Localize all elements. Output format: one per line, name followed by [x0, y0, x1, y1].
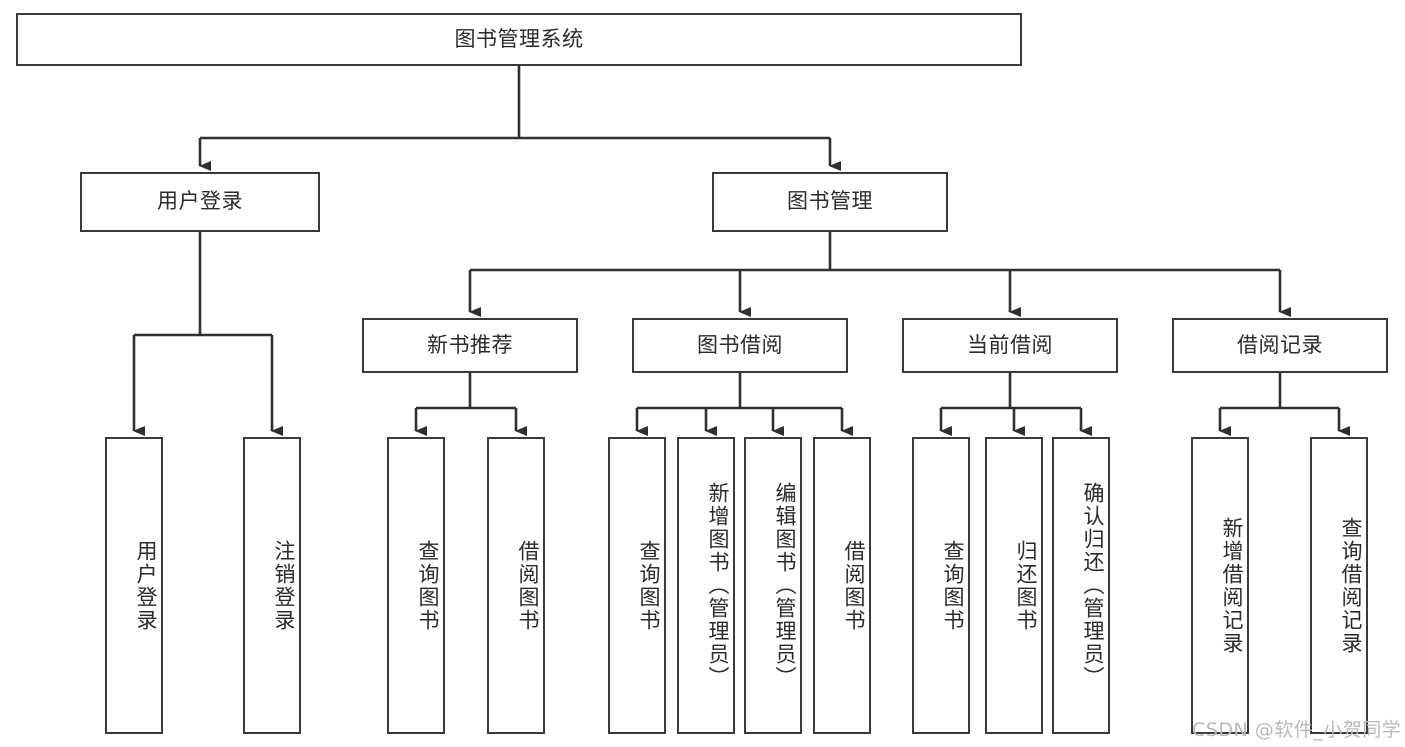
node-book-borrow-label: 图书借阅	[697, 332, 783, 357]
leaf-query-record[interactable]: 查询借阅记录	[1310, 437, 1368, 734]
leaf-return-book-label: 归还图书	[1014, 539, 1038, 632]
leaf-borrow-book-1-label: 借阅图书	[516, 539, 540, 632]
leaf-query-book-3[interactable]: 查询图书	[912, 437, 970, 734]
node-current-borrow-label: 当前借阅	[967, 332, 1053, 357]
root-to-level2-connectors	[198, 66, 841, 171]
borrow-record-leaf-connectors	[1218, 373, 1350, 436]
leaf-edit-book[interactable]: 编辑图书（管理员）	[744, 437, 802, 734]
leaf-logout[interactable]: 注销登录	[243, 437, 301, 734]
node-current-borrow[interactable]: 当前借阅	[902, 318, 1118, 373]
leaf-add-book-label: 新增图书（管理员）	[706, 482, 730, 689]
node-borrow-record-label: 借阅记录	[1237, 332, 1323, 357]
node-root[interactable]: 图书管理系统	[16, 13, 1022, 66]
leaf-query-book-1-label: 查询图书	[416, 539, 440, 632]
current-borrow-leaf-connectors	[939, 373, 1092, 436]
leaf-query-record-label: 查询借阅记录	[1339, 516, 1363, 655]
leaf-borrow-book-2-label: 借阅图书	[842, 539, 866, 632]
node-borrow-record[interactable]: 借阅记录	[1172, 318, 1388, 373]
leaf-return-book[interactable]: 归还图书	[985, 437, 1043, 734]
node-new-book-rec-label: 新书推荐	[427, 332, 513, 357]
node-book-borrow[interactable]: 图书借阅	[632, 318, 848, 373]
leaf-borrow-book-2[interactable]: 借阅图书	[813, 437, 871, 734]
leaf-edit-book-label: 编辑图书（管理员）	[773, 482, 797, 689]
book-manage-to-level3-connectors	[468, 232, 1291, 317]
leaf-user-login-label: 用户登录	[134, 539, 158, 632]
node-book-manage-label: 图书管理	[787, 189, 873, 214]
leaf-query-book-2[interactable]: 查询图书	[608, 437, 666, 734]
leaf-logout-label: 注销登录	[272, 539, 296, 632]
user-login-leaf-connectors	[132, 232, 283, 436]
new-book-rec-leaf-connectors	[414, 373, 527, 436]
leaf-add-record[interactable]: 新增借阅记录	[1191, 437, 1249, 734]
leaf-borrow-book-1[interactable]: 借阅图书	[487, 437, 545, 734]
node-new-book-rec[interactable]: 新书推荐	[362, 318, 578, 373]
leaf-query-book-1[interactable]: 查询图书	[387, 437, 445, 734]
node-user-login[interactable]: 用户登录	[80, 172, 320, 232]
node-book-manage[interactable]: 图书管理	[712, 172, 948, 232]
leaf-confirm-return[interactable]: 确认归还（管理员）	[1052, 437, 1110, 734]
node-user-login-label: 用户登录	[157, 189, 243, 214]
leaf-query-book-3-label: 查询图书	[941, 539, 965, 632]
leaf-add-record-label: 新增借阅记录	[1220, 516, 1244, 655]
leaf-query-book-2-label: 查询图书	[637, 539, 661, 632]
node-root-label: 图书管理系统	[454, 26, 584, 51]
book-borrow-leaf-connectors	[635, 373, 853, 436]
leaf-user-login[interactable]: 用户登录	[105, 437, 163, 734]
leaf-confirm-return-label: 确认归还（管理员）	[1081, 482, 1105, 689]
leaf-add-book[interactable]: 新增图书（管理员）	[677, 437, 735, 734]
